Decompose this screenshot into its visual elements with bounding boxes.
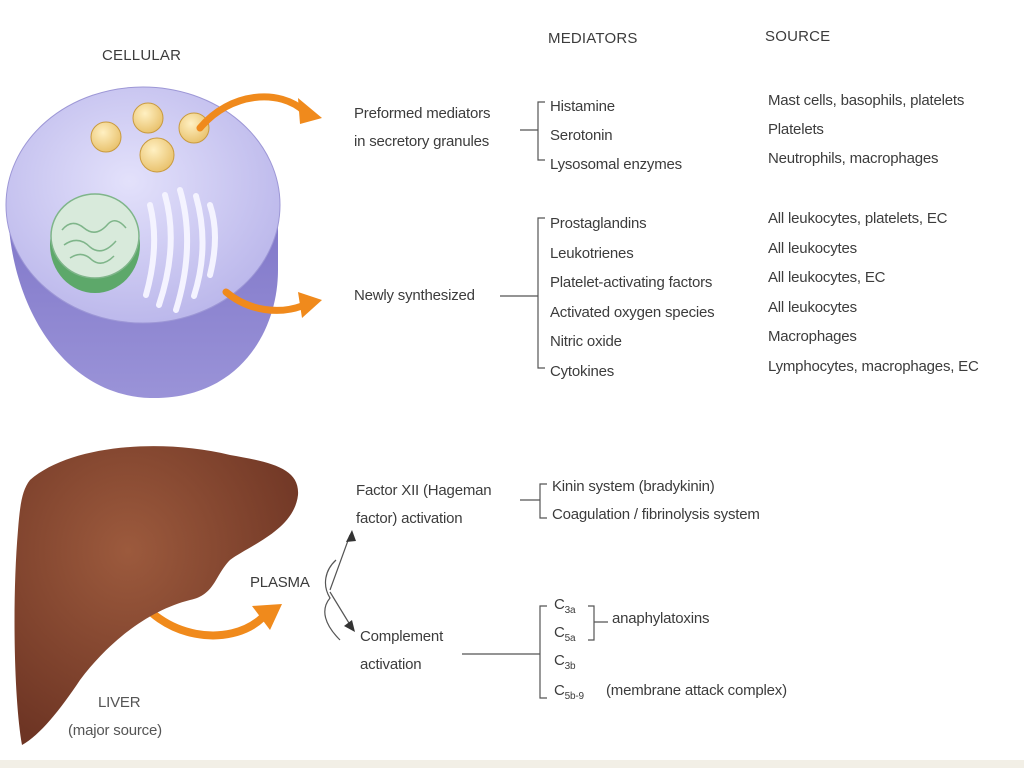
- c5a-sub: 5a: [564, 633, 576, 644]
- source-item: All leukocytes, EC: [768, 269, 886, 286]
- source-item: All leukocytes: [768, 298, 857, 316]
- plasma-brace: [324, 559, 341, 641]
- preformed-label-1: Preformed mediators: [354, 105, 491, 122]
- preformed-label-2: in secretory granules: [354, 133, 490, 150]
- header-mediators: MEDIATORS: [548, 30, 638, 47]
- c5a: C5a: [554, 624, 576, 644]
- mediator-item: Cytokines: [550, 362, 615, 380]
- factor-label-1: Factor XII (Hageman: [356, 482, 492, 499]
- arrow-head-small: [346, 530, 356, 542]
- c5a-letter: C: [554, 624, 565, 641]
- mediator-item: Leukotrienes: [550, 244, 634, 262]
- factor-label-2: factor) activation: [356, 510, 463, 527]
- plasma-label: PLASMA: [250, 574, 310, 591]
- granule: [178, 112, 210, 144]
- c5b-9: C5b-9: [554, 682, 584, 702]
- arrow-preformed: [196, 93, 309, 132]
- anaphylatoxins-label: anaphylatoxins: [612, 610, 710, 627]
- coagulation-system: Coagulation / fibrinolysis system: [552, 506, 760, 523]
- bracket-factor: [520, 483, 547, 519]
- mediator-item: Serotonin: [550, 127, 613, 144]
- liver-illustration: [14, 446, 299, 745]
- newly-sources-list: All leukocytes, platelets, EC All leukoc…: [768, 204, 979, 381]
- header-source: SOURCE: [765, 28, 831, 45]
- mediator-item: Histamine: [550, 98, 615, 115]
- endoplasmic-reticulum: [143, 187, 218, 313]
- c3a: C3a: [554, 596, 576, 616]
- nucleus-top: [50, 193, 140, 279]
- source-item: All leukocytes: [768, 239, 857, 257]
- bracket-complement: [462, 605, 547, 699]
- newly-label: Newly synthesized: [354, 287, 475, 304]
- granule: [132, 102, 164, 134]
- kinin-system: Kinin system (bradykinin): [552, 478, 715, 495]
- mediator-item: Platelet-activating factors: [550, 274, 713, 291]
- c5b-9-letter: C: [554, 682, 565, 699]
- preformed-mediators-list: Histamine Serotonin Lysosomal enzymes: [550, 92, 682, 179]
- bracket-lines: [324, 101, 608, 699]
- arrow-head: [298, 292, 322, 318]
- arrow-to-complement: [329, 591, 353, 629]
- mediator-item: Activated oxygen species: [550, 303, 715, 321]
- chromatin: [61, 220, 127, 264]
- arrow-head: [252, 604, 282, 630]
- granule: [139, 137, 175, 173]
- mediator-item: Nitric oxide: [550, 333, 622, 350]
- preformed-sources-list: Mast cells, basophils, platelets Platele…: [768, 86, 964, 173]
- arrow-to-factor: [329, 534, 351, 591]
- arrow-newly: [222, 288, 306, 314]
- c3b-letter: C: [554, 652, 565, 669]
- liver-label: LIVER: [98, 694, 141, 711]
- source-item: Lymphocytes, macrophages, EC: [768, 357, 979, 375]
- mediator-item: Lysosomal enzymes: [550, 156, 682, 173]
- c3b: C3b: [554, 652, 576, 672]
- c3b-sub: 3b: [564, 661, 576, 672]
- complement-label-1: Complement: [360, 628, 444, 645]
- c3a-sub: 3a: [564, 605, 576, 616]
- source-item: All leukocytes, platelets, EC: [768, 210, 948, 227]
- c3a-letter: C: [554, 596, 565, 613]
- source-item: Neutrophils, macrophages: [768, 150, 939, 167]
- arrow-head: [298, 98, 322, 124]
- bracket-preformed: [520, 101, 545, 161]
- mac-label: (membrane attack complex): [606, 682, 787, 699]
- granule: [90, 121, 122, 153]
- complement-label-2: activation: [360, 656, 422, 673]
- newly-mediators-list: Prostaglandins Leukotrienes Platelet-act…: [550, 209, 715, 386]
- source-item: Platelets: [768, 121, 824, 138]
- cell-illustration: [5, 86, 281, 399]
- source-item: Mast cells, basophils, platelets: [768, 92, 965, 109]
- mediator-item: Prostaglandins: [550, 215, 647, 232]
- bracket-newly: [500, 217, 545, 369]
- bottom-strip: [0, 760, 1024, 768]
- c5b-9-sub: 5b-9: [564, 691, 584, 702]
- bracket-anaphylatoxins: [588, 605, 608, 641]
- header-cellular: CELLULAR: [102, 47, 182, 64]
- liver-sublabel: (major source): [68, 722, 162, 739]
- source-item: Macrophages: [768, 328, 857, 345]
- arrow-head-small: [344, 620, 355, 632]
